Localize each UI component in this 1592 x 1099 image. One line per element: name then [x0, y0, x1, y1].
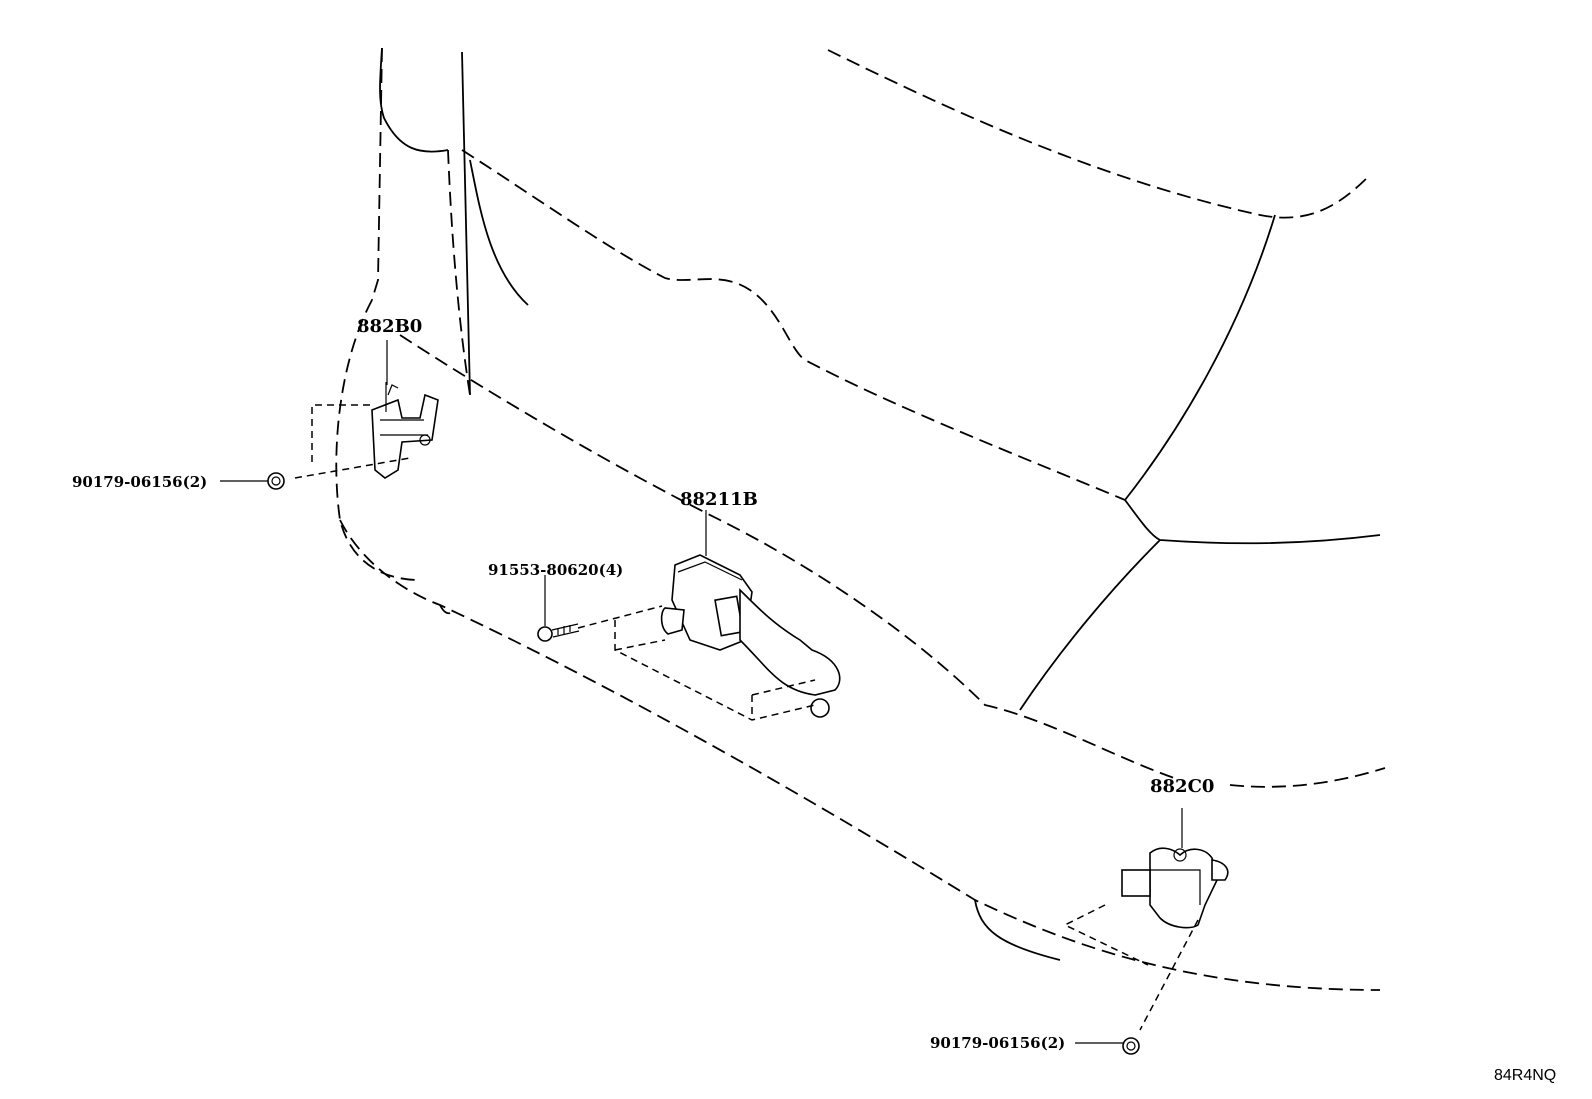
bracket-882c0-bolt-leader — [1139, 919, 1199, 1031]
bracket-882b0[interactable] — [371, 382, 439, 479]
bolt-left-icon[interactable] — [267, 472, 285, 490]
screw-center-icon[interactable] — [537, 623, 580, 642]
bracket-882c0[interactable] — [1121, 847, 1229, 929]
sensor-88211b[interactable] — [660, 554, 841, 718]
sensor-88211b-leader-3 — [751, 679, 816, 720]
label-882b0: 882B0 — [357, 316, 422, 337]
screw-leader-dashed — [577, 605, 663, 629]
bracket-882b0-bolt-leader — [294, 457, 411, 479]
illustration-code: 84R4NQ — [1494, 1067, 1556, 1084]
sensor-88211b-leader — [614, 620, 816, 721]
label-88211b: 88211B — [680, 489, 758, 510]
sensor-88211b-leader-2 — [614, 639, 666, 651]
label-bolt-right: 90179-06156(2) — [930, 1034, 1065, 1052]
bracket-882b0-leader — [311, 404, 370, 465]
vehicle-body-outline — [335, 47, 1386, 991]
bracket-882c0-leader — [1063, 904, 1149, 966]
label-882c0: 882C0 — [1150, 776, 1214, 797]
bolt-right-icon[interactable] — [1122, 1037, 1140, 1055]
label-bolt-left: 90179-06156(2) — [72, 473, 207, 491]
label-screw-center: 91553-80620(4) — [488, 561, 623, 579]
